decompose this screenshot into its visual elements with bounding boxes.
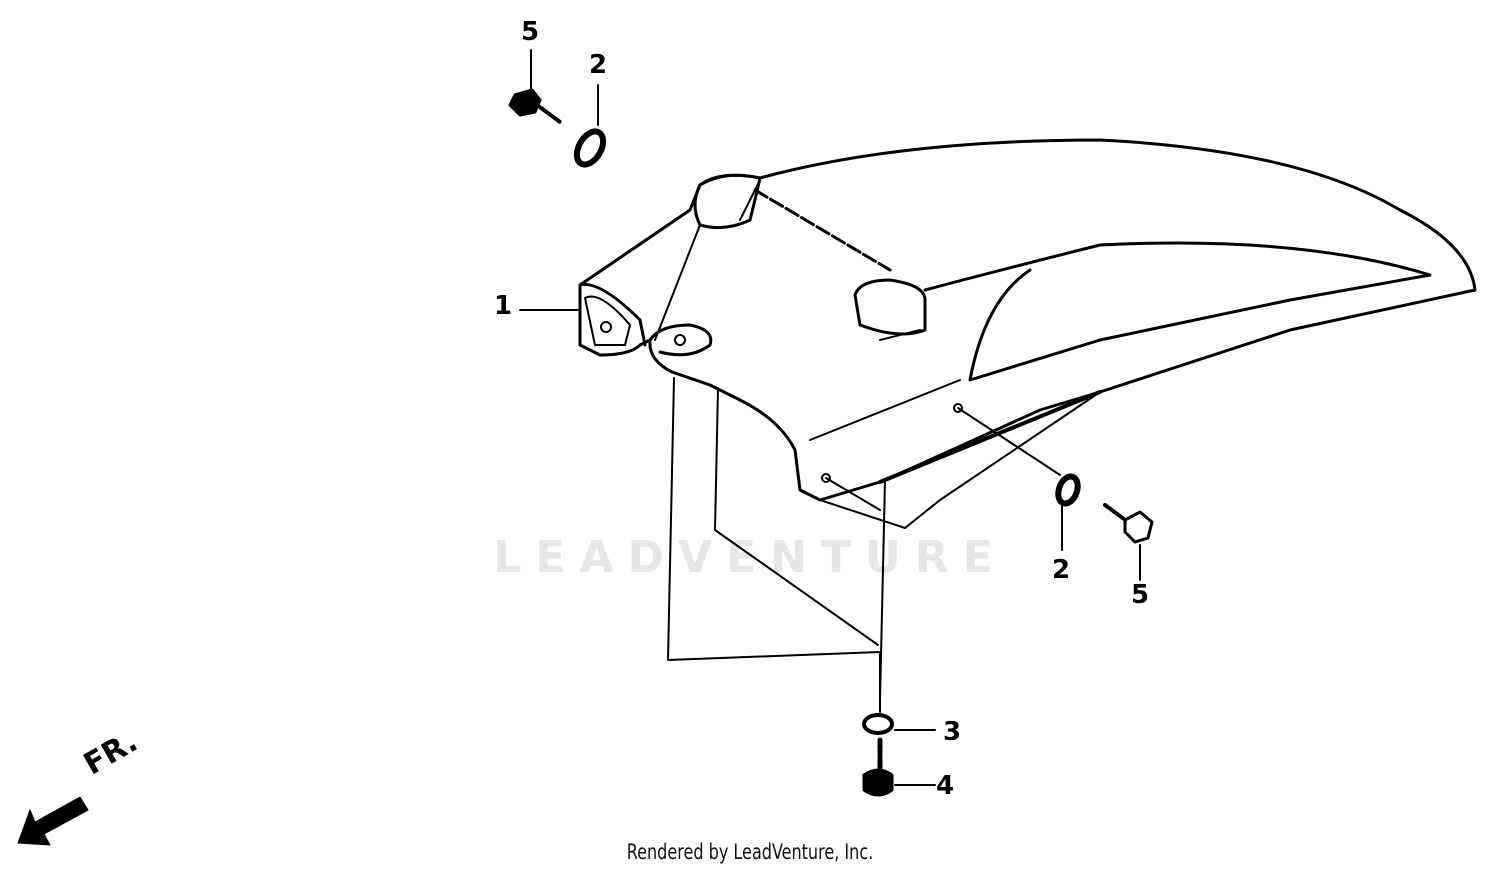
bolt-bottom[interactable] [862,737,894,797]
fender-part-1[interactable] [578,138,1477,529]
leader-lines [519,49,1141,786]
washer-top[interactable] [571,127,608,169]
callout-4[interactable]: 4 [936,771,955,801]
bolt-top[interactable] [508,88,562,124]
watermark: LEADVENTURE [493,532,1007,583]
washer-bottom[interactable] [862,713,894,735]
callout-1[interactable]: 1 [494,291,513,321]
washer-right[interactable] [1055,473,1081,507]
bolt-right[interactable] [1103,503,1154,544]
callout-5-right[interactable]: 5 [1131,580,1150,610]
callout-2-top[interactable]: 2 [589,50,608,80]
callout-2-right[interactable]: 2 [1052,555,1071,585]
callout-5-top[interactable]: 5 [521,17,540,47]
callout-3[interactable]: 3 [943,717,962,747]
footer-credit: Rendered by LeadVenture, Inc. [626,840,874,864]
front-arrow-icon [17,796,89,846]
